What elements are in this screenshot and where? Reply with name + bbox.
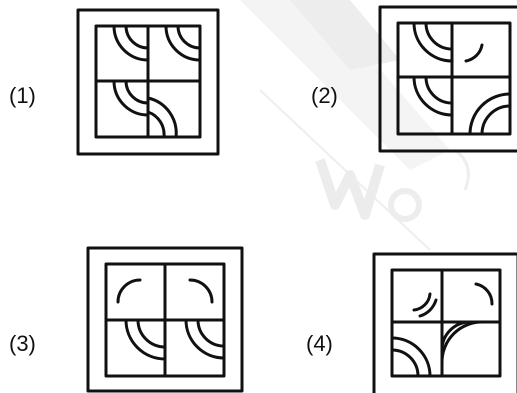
arc (440, 320, 472, 352)
arc (146, 110, 166, 139)
outer-frame (86, 246, 244, 393)
arc (184, 318, 226, 360)
arc (124, 79, 150, 105)
option-2-label: (2) (311, 83, 338, 108)
option-4-label: (4) (306, 331, 333, 356)
arc (164, 24, 202, 62)
arc (412, 292, 432, 312)
arc (390, 348, 420, 378)
arc (136, 318, 167, 349)
arc (146, 96, 178, 139)
option-4-window-figure[interactable] (372, 252, 517, 393)
arc (188, 278, 214, 304)
arc (116, 278, 142, 304)
arc (176, 24, 202, 50)
option-3-label: (3) (9, 331, 36, 356)
arc (390, 336, 432, 378)
arc (480, 104, 512, 136)
arc (124, 24, 150, 50)
arc (474, 282, 494, 306)
arc (418, 298, 438, 318)
outer-frame (372, 252, 517, 393)
arc (424, 75, 454, 105)
arc (412, 21, 454, 63)
arc (440, 320, 484, 364)
arc (424, 21, 454, 51)
option-1-label: (1) (9, 83, 36, 108)
arc (468, 92, 512, 136)
arc (464, 43, 484, 63)
option-3-window-figure[interactable] (86, 246, 244, 393)
arc (124, 318, 167, 361)
outer-frame (76, 8, 220, 156)
option-2-window-figure[interactable] (378, 5, 517, 153)
outer-frame (378, 5, 517, 153)
arc (112, 24, 150, 62)
option-1-window-figure[interactable] (76, 8, 220, 156)
arc (112, 79, 150, 117)
arc (196, 318, 226, 348)
arc (412, 75, 454, 117)
